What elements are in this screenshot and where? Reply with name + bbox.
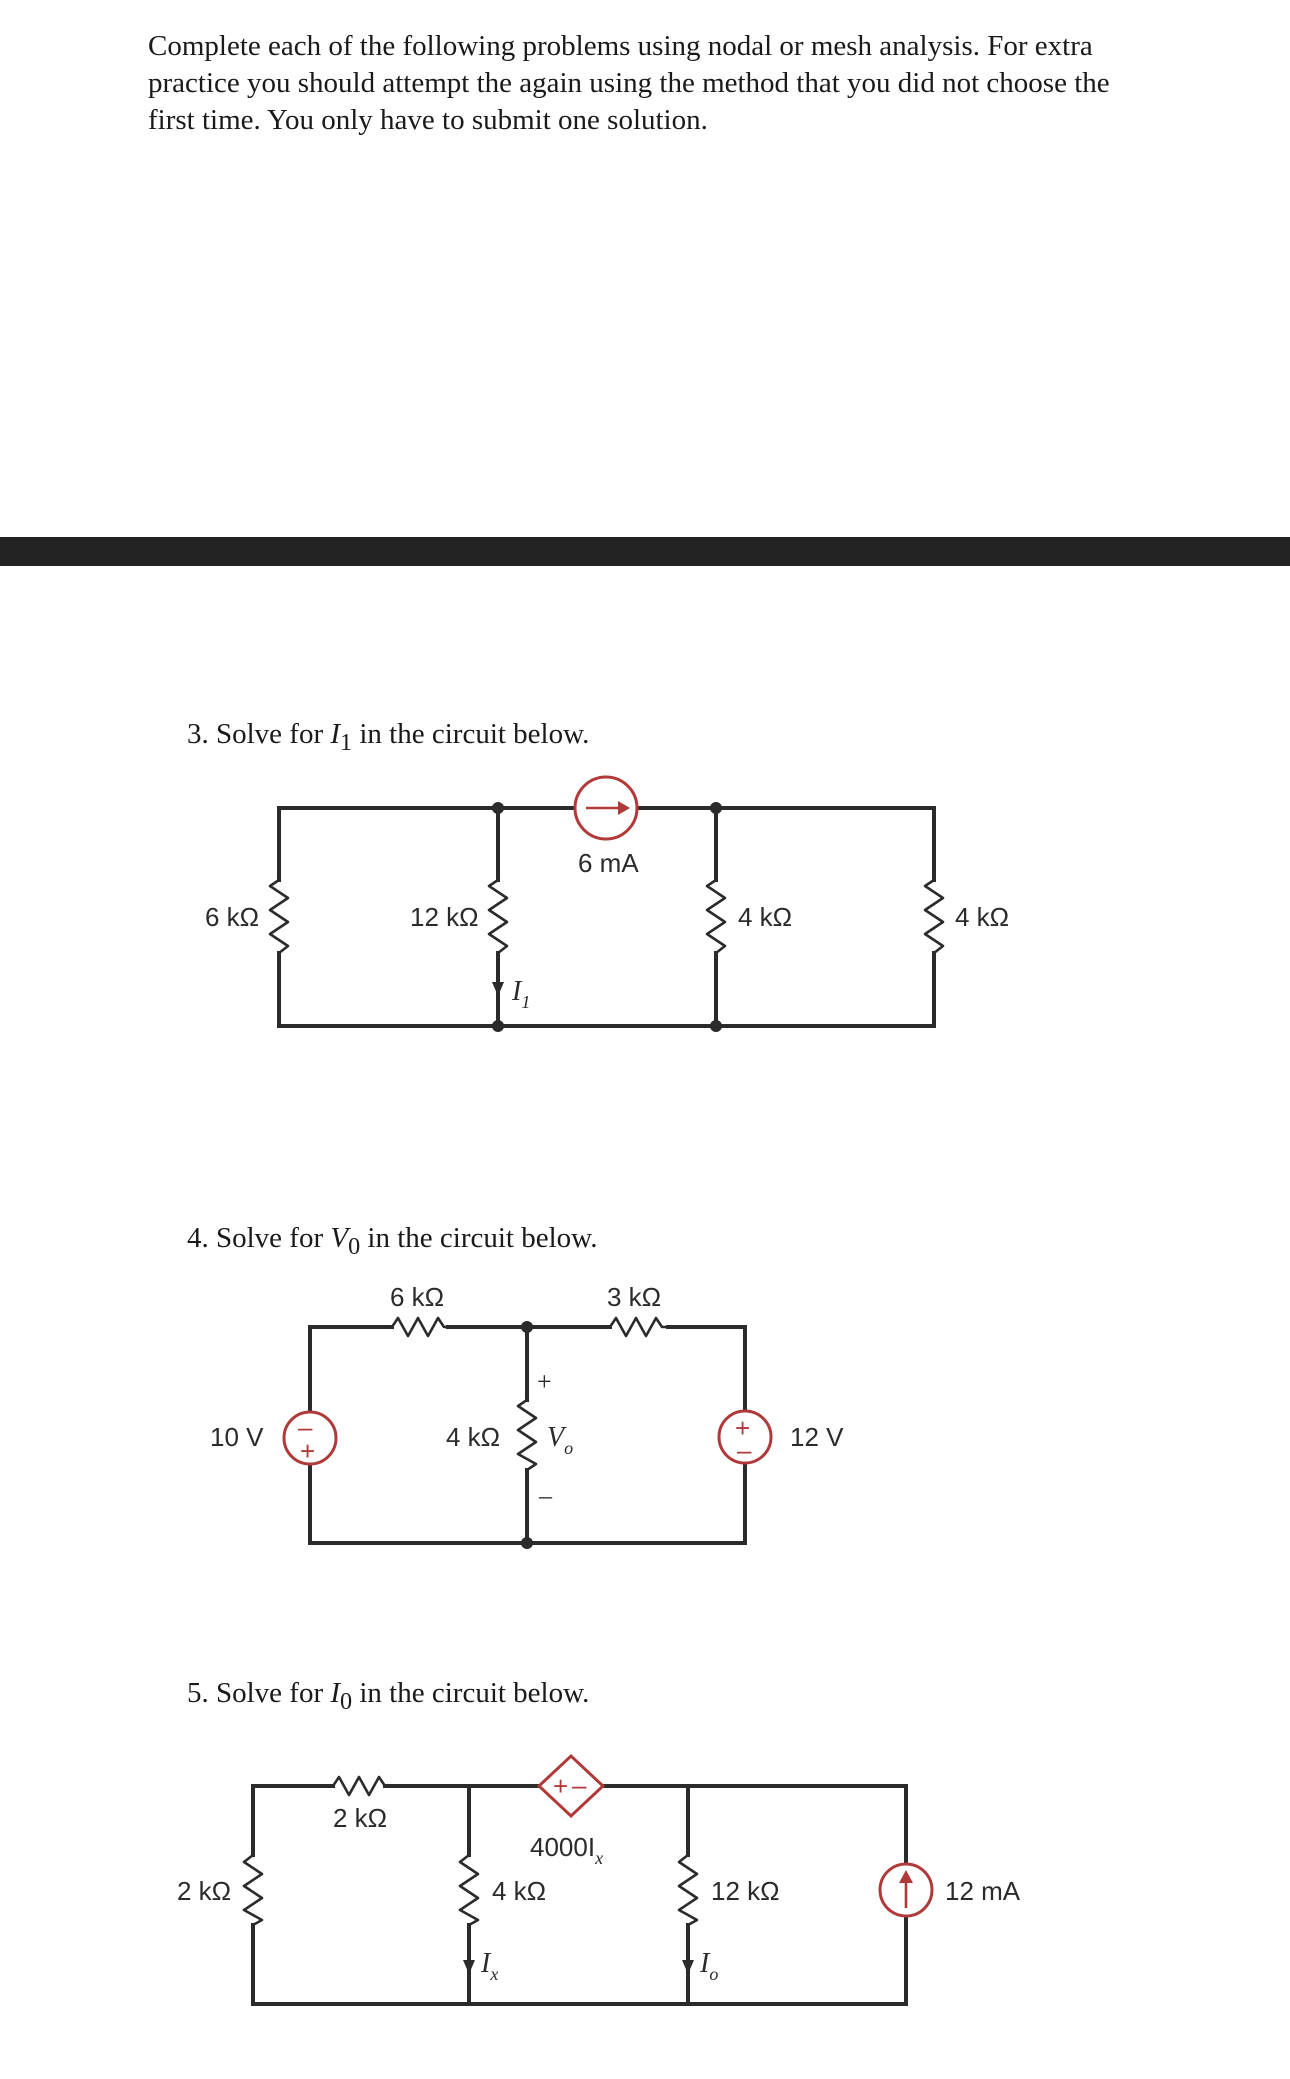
label-dep-source-value: 4000I bbox=[530, 1832, 595, 1862]
problem-3-variable-sub: 1 bbox=[340, 728, 353, 756]
resistor-2k-top bbox=[331, 1775, 387, 1797]
problem-5-pre: Solve for bbox=[216, 1677, 331, 1709]
resistor-3k-h bbox=[608, 1316, 668, 1338]
resistor-4k-v bbox=[516, 1398, 538, 1472]
resistor-4k-a bbox=[705, 878, 727, 955]
problem-4-variable-sub: 0 bbox=[348, 1232, 361, 1260]
current-source-6ma bbox=[573, 775, 639, 841]
resistor-6k bbox=[268, 878, 290, 955]
label-12k: 12 kΩ bbox=[711, 1876, 780, 1906]
problem-4-post: in the circuit below. bbox=[360, 1222, 598, 1254]
source-10v-minus: – bbox=[298, 1412, 313, 1442]
problem-3-post: in the circuit below. bbox=[352, 718, 590, 750]
source-12v-plus: + bbox=[735, 1413, 750, 1443]
current-arrow-i1-icon bbox=[492, 982, 504, 996]
label-2k-top: 2 kΩ bbox=[333, 1803, 387, 1833]
label-dep-source-sub: x bbox=[594, 1848, 603, 1868]
label-6k: 6 kΩ bbox=[390, 1282, 444, 1312]
current-arrow-io-icon bbox=[682, 1960, 694, 1974]
label-12v: 12 V bbox=[790, 1422, 844, 1452]
label-dep-source: 4000Ix bbox=[530, 1832, 603, 1868]
dep-source-plus: + bbox=[553, 1771, 568, 1801]
problem-3-number: 3. bbox=[187, 718, 209, 750]
label-io: Io bbox=[699, 1948, 718, 1984]
circuit-3: 6 kΩ 12 kΩ 6 mA 4 kΩ 4 kΩ I1 bbox=[205, 775, 1009, 1032]
dependent-voltage-source: + – bbox=[536, 1753, 606, 1819]
problem-4-variable: V bbox=[330, 1222, 349, 1254]
label-6ma: 6 mA bbox=[578, 848, 639, 878]
label-ix-sub: x bbox=[489, 1964, 498, 1984]
label-i1-sub: 1 bbox=[521, 992, 530, 1012]
problem-5-variable: I bbox=[330, 1677, 341, 1709]
label-6k: 6 kΩ bbox=[205, 902, 259, 932]
problem-4-number: 4. bbox=[187, 1222, 209, 1254]
label-12ma: 12 mA bbox=[945, 1876, 1021, 1906]
source-12v-minus: – bbox=[737, 1435, 752, 1465]
resistor-4k bbox=[458, 1853, 480, 1927]
circuit-4-nodes bbox=[521, 1321, 533, 1549]
label-4k: 4 kΩ bbox=[492, 1876, 546, 1906]
voltage-source-12v: + – bbox=[717, 1409, 773, 1465]
problem-3-variable: I bbox=[330, 718, 341, 750]
problem-5-heading: 5. Solve for I0 in the circuit below. bbox=[187, 1677, 589, 1716]
label-io-sub: o bbox=[709, 1964, 718, 1984]
problem-4-heading: 4. Solve for V0 in the circuit below. bbox=[187, 1222, 597, 1261]
label-vo-var: V bbox=[547, 1422, 567, 1453]
circuit-5-wires bbox=[251, 1784, 908, 2006]
resistor-2k-left bbox=[242, 1853, 264, 1927]
circuit-5: + – 2 kΩ 4000Ix 2 kΩ 4 kΩ 12 kΩ 12 mA Ix… bbox=[177, 1753, 1021, 2006]
problem-5-number: 5. bbox=[187, 1677, 209, 1709]
resistor-4k-b bbox=[923, 878, 945, 955]
resistor-12k bbox=[677, 1853, 699, 1927]
label-vo-sub: o bbox=[564, 1438, 573, 1458]
label-ix: Ix bbox=[480, 1948, 498, 1984]
current-source-12ma bbox=[878, 1862, 934, 1918]
resistor-6k-h bbox=[390, 1316, 448, 1338]
instructions-paragraph: Complete each of the following problems … bbox=[148, 30, 1110, 136]
label-4k: 4 kΩ bbox=[446, 1422, 500, 1452]
label-12k: 12 kΩ bbox=[410, 902, 479, 932]
label-4k-a: 4 kΩ bbox=[738, 902, 792, 932]
label-4k-b: 4 kΩ bbox=[955, 902, 1009, 932]
label-vo-plus: + bbox=[537, 1367, 552, 1396]
circuit-3-wires bbox=[277, 806, 936, 1028]
voltage-source-10v: – + bbox=[282, 1410, 338, 1466]
source-10v-plus: + bbox=[300, 1436, 315, 1466]
dep-source-minus: – bbox=[572, 1770, 587, 1800]
label-i1-var: I bbox=[511, 976, 523, 1007]
current-arrow-ix-icon bbox=[463, 1960, 475, 1974]
problem-3-pre: Solve for bbox=[216, 718, 331, 750]
label-10v: 10 V bbox=[210, 1422, 264, 1452]
label-3k: 3 kΩ bbox=[607, 1282, 661, 1312]
label-io-var: I bbox=[699, 1948, 711, 1979]
label-vo: Vo bbox=[547, 1422, 573, 1458]
problem-3-heading: 3. Solve for I1 in the circuit below. bbox=[187, 718, 589, 757]
circuit-4: – + + – 6 kΩ 3 kΩ 10 V 4 kΩ 12 V + – Vo bbox=[210, 1282, 844, 1549]
problem-4-pre: Solve for bbox=[216, 1222, 331, 1254]
label-i1: I1 bbox=[511, 976, 530, 1012]
problem-5-post: in the circuit below. bbox=[352, 1677, 590, 1709]
circuit-3-nodes bbox=[492, 802, 722, 1032]
label-2k-left: 2 kΩ bbox=[177, 1876, 231, 1906]
problem-5-variable-sub: 0 bbox=[340, 1687, 353, 1715]
resistor-12k bbox=[487, 878, 509, 955]
label-ix-var: I bbox=[480, 1948, 492, 1979]
label-vo-minus: – bbox=[538, 1481, 553, 1510]
page-divider bbox=[0, 537, 1290, 566]
